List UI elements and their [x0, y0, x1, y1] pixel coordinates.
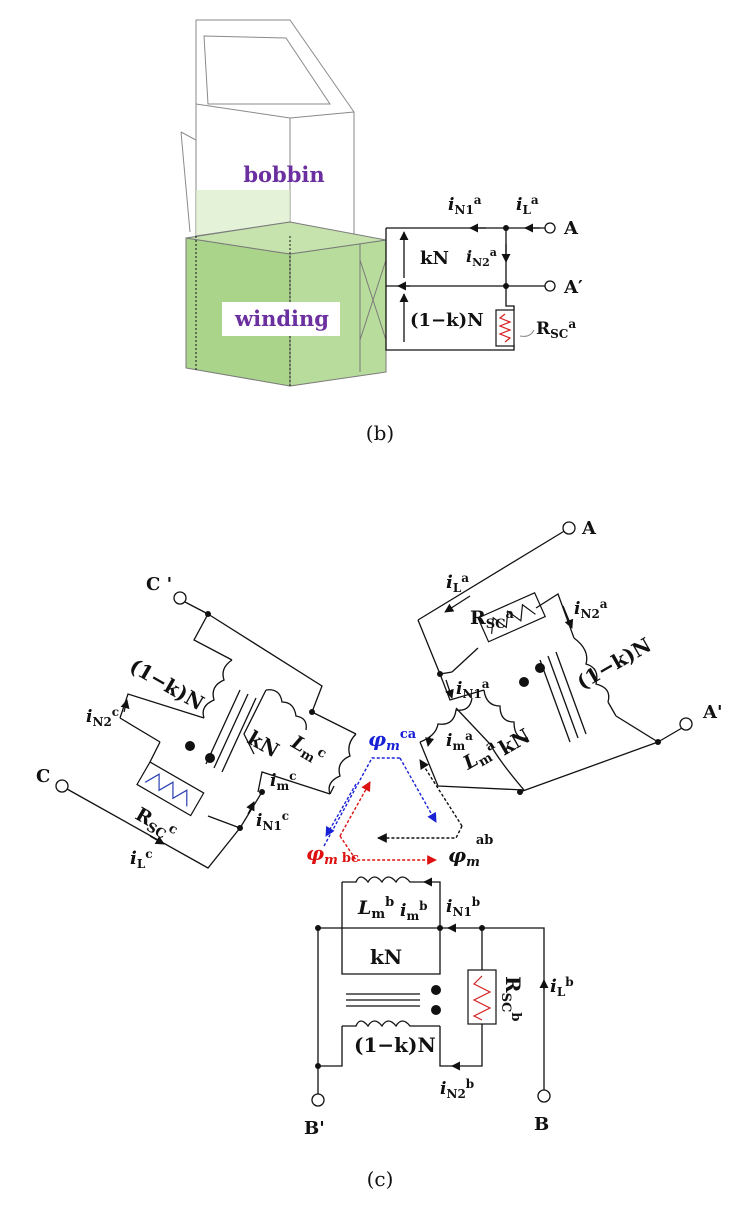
phase-c-circuit — [55, 591, 357, 869]
panel-b: bobbin winding iN1a iLa iN2a kN (1 — [180, 19, 583, 445]
flux-triangle — [323, 757, 463, 865]
one-minus-kn-b-label: (1−k)N — [354, 1033, 436, 1057]
i-n2-c-label: iN2c — [86, 705, 119, 729]
i-n2-a-label: iN2a — [466, 246, 497, 269]
i-n1-a-label-c: iN1a — [456, 677, 490, 701]
i-l-a-label: iLa — [516, 193, 539, 217]
rsc-c-label: RSCc — [130, 803, 180, 846]
terminal-a-b — [544, 222, 556, 234]
phi-ca-label: φmca — [368, 727, 417, 754]
terminal-c-label-c: C — [36, 766, 50, 787]
i-n1-b-label: iN1b — [446, 895, 480, 919]
rsc-b-label: RSCb — [498, 976, 525, 1021]
kn-a-label: kN — [495, 723, 535, 760]
terminal-b-label-c: B — [534, 1114, 549, 1135]
rsc-resistor-c — [136, 761, 205, 817]
phase-b-circuit — [311, 876, 551, 1107]
phi-ab-label: φmab — [448, 833, 493, 870]
terminal-b-prime-label-c: B' — [304, 1118, 325, 1139]
rsc-a-label-c: RSCa — [470, 607, 515, 632]
i-l-a-label-c: iLa — [446, 571, 469, 595]
kn-c-label: kN — [244, 726, 284, 763]
rsc-resistor-a — [477, 591, 547, 643]
i-n2-b-label: iN2b — [440, 1077, 474, 1101]
caption-c: (c) — [367, 1167, 394, 1191]
phase-a-circuit — [417, 521, 693, 795]
winding-label: winding — [234, 306, 329, 331]
bobbin-label: bobbin — [243, 162, 324, 187]
i-m-a-label: ima — [446, 729, 473, 753]
rsc-a-label-b: RSCa — [536, 317, 576, 341]
kn-label-b: kN — [420, 248, 449, 269]
i-n1-c-label: iN1c — [256, 809, 289, 833]
terminal-a-prime-c — [679, 717, 693, 731]
i-l-b-label: iLb — [550, 975, 574, 999]
terminal-a-prime-b — [544, 280, 556, 292]
kn-b-label: kN — [370, 945, 402, 969]
i-n2-a-label-c: iN2a — [574, 597, 608, 621]
one-minus-kn-a-label: (1−k)N — [573, 633, 656, 695]
i-l-c-label: iLc — [130, 847, 153, 871]
terminal-c-prime-c — [173, 591, 187, 605]
caption-b: (b) — [366, 421, 394, 445]
panel-c: A A' iLa RSCa iN2a iN1a (1−k)N ima Lma k… — [36, 518, 722, 1191]
terminal-b-prime-c — [311, 1093, 325, 1107]
l-m-c-label: Lmc — [285, 731, 329, 771]
terminal-a-label-c: A — [581, 518, 597, 539]
winding-shape — [185, 221, 387, 387]
bobbin-shape — [180, 19, 355, 253]
i-m-c-label: imc — [270, 769, 296, 793]
panel-b-circuit — [385, 222, 556, 351]
i-m-b-label: imb — [400, 899, 428, 923]
i-n1-a-label: iN1a — [448, 193, 482, 217]
terminal-c-prime-label-c: C ' — [146, 574, 172, 595]
l-m-b-label: Lmb — [357, 895, 394, 922]
terminal-b-c — [537, 1089, 551, 1103]
terminal-a-label-b: A — [563, 218, 579, 239]
terminal-a-prime-label-c: A' — [702, 702, 722, 723]
one-minus-kn-label-b: (1−k)N — [410, 310, 484, 331]
terminal-a-c — [562, 521, 576, 535]
terminal-c-c — [55, 779, 69, 793]
terminal-a-prime-label-b: A′ — [563, 277, 583, 298]
rsc-resistor-b-c — [467, 969, 497, 1025]
